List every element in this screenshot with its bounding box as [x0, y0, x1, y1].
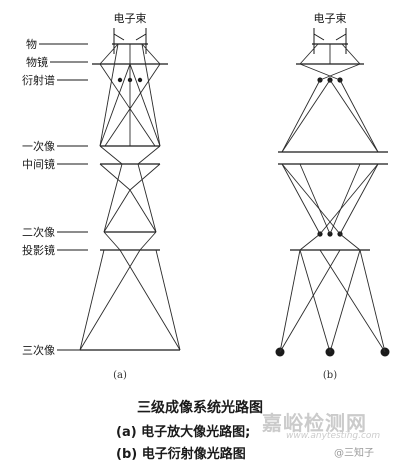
layer-label-a-4: 中间镜: [22, 157, 55, 171]
ray-a-mid-4: [137, 163, 157, 233]
layer-label-a-3: 一次像: [22, 139, 55, 153]
ray-b-13: [299, 233, 321, 251]
beam-arrow-a-left-in: [113, 33, 125, 41]
ray-a-mid-3: [103, 163, 123, 233]
beam-arrow-b-left-in: [313, 33, 325, 41]
ray-b-8: [339, 163, 379, 235]
ray-a-proj-2: [139, 231, 157, 251]
watermark-text: 嘉峪检测网: [262, 411, 367, 435]
caption-line-b: (b) 电子衍射像光路图: [116, 447, 246, 462]
diffraction-spot-a-0: [117, 77, 123, 83]
ray-b-17: [299, 249, 331, 353]
layer-label-a-1: 物镜: [26, 55, 48, 69]
ray-b-6: [329, 79, 379, 153]
ray-b-obj-2: [341, 43, 361, 65]
ray-a-obj-2-l: [141, 43, 161, 65]
ray-a-proj-6: [155, 249, 181, 351]
panel-b-diffraction-image-path: 电子束 (b): [275, 12, 390, 381]
figure-title: 三级成像系统光路图: [137, 400, 263, 416]
ray-b-2: [319, 63, 361, 81]
ray-a-mid-2: [137, 145, 161, 165]
ray-b-1: [299, 63, 341, 81]
ray-a-img1-2: [104, 63, 161, 147]
ray-b-7: [281, 163, 321, 235]
ray-b-12: [319, 163, 379, 235]
ray-b-11: [281, 163, 341, 235]
layer-label-a-2: 衍射谱: [22, 73, 55, 87]
ray-b-19: [319, 249, 386, 353]
beam-label-a: 电子束: [114, 12, 147, 25]
ray-a-mid-5: [99, 163, 131, 191]
layer-label-a-0: 物: [26, 37, 37, 51]
ray-a-proj-5: [79, 249, 105, 351]
ray-b-4: [339, 79, 379, 153]
ray-b-14: [339, 233, 361, 251]
panel-label-a: (a): [113, 370, 127, 381]
ray-b-18: [329, 249, 361, 353]
ray-b-9: [299, 163, 331, 235]
ray-b-10: [329, 163, 361, 235]
ray-a-edge-l1: [99, 43, 119, 147]
beam-label-b: 电子束: [314, 12, 347, 25]
ray-a-proj-4: [79, 249, 141, 351]
beam-arrow-b-right-in: [335, 33, 347, 41]
layer-label-a-6: 投影镜: [22, 243, 55, 257]
ray-a-mid-7: [103, 189, 131, 233]
ray-b-obj-0: [299, 43, 319, 65]
caption-line-a: (a) 电子放大像光路图;: [116, 425, 251, 440]
ray-a-edge-r1: [141, 43, 161, 147]
ray-a-mid-1: [99, 145, 123, 165]
ray-a-mid-8: [129, 189, 157, 233]
ray-a-mid-6: [129, 163, 161, 191]
ray-a-proj-1: [103, 231, 121, 251]
beam-arrow-a-right-in: [135, 33, 147, 41]
watermark-url: www.anytesting.com: [286, 431, 381, 441]
ray-b-3: [281, 79, 321, 153]
ray-a-center-l: [99, 63, 131, 147]
ray-a-center-r: [129, 63, 161, 147]
ray-b-15: [279, 249, 301, 353]
layer-label-a-7: 三次像: [22, 343, 55, 357]
ray-a-obj-0-l: [99, 43, 119, 65]
ray-a-img1-0: [99, 63, 156, 147]
panel-label-b: (b): [323, 370, 337, 381]
layer-label-a-5: 二次像: [22, 225, 55, 239]
ray-b-20: [279, 249, 341, 353]
ray-a-proj-3: [119, 249, 181, 351]
diffraction-spot-a-2: [137, 77, 143, 83]
ray-b-16: [359, 249, 386, 353]
watermark-handle: @三知子: [334, 448, 374, 459]
ray-b-5: [281, 79, 331, 153]
